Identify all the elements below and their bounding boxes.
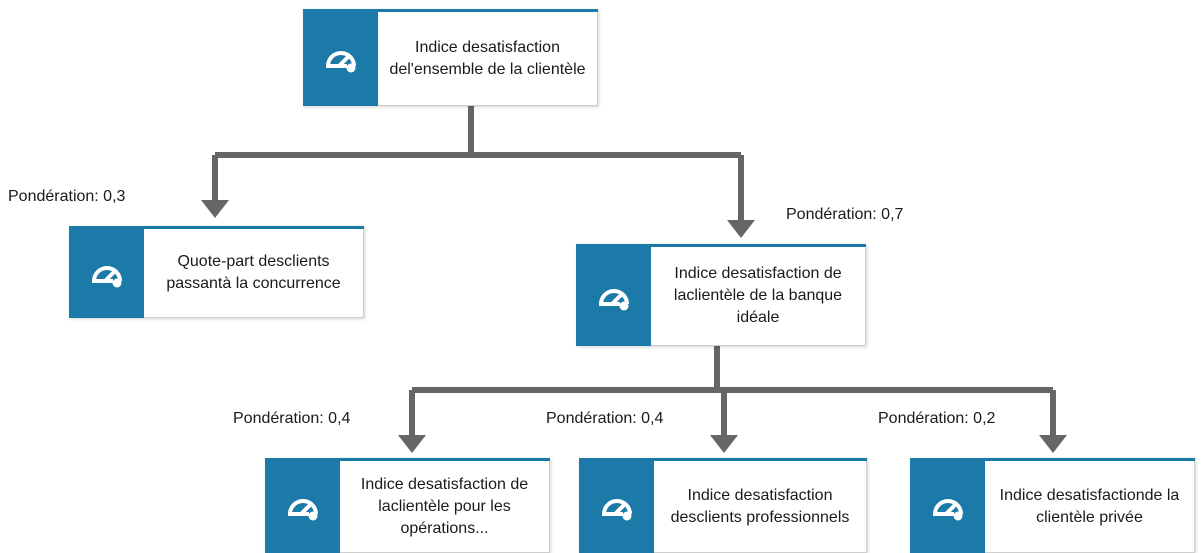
gauge-icon: [598, 288, 629, 310]
node-competition[interactable]: Quote-part desclients passantà la concur…: [69, 226, 364, 318]
node-professional-icon-box: [579, 461, 654, 553]
node-operations-icon-box: [265, 461, 340, 553]
node-ideal-bank-label: Indice desatisfaction de laclientèle de …: [651, 247, 866, 346]
arrowhead-professional: [710, 435, 738, 453]
weight-private: Pondération: 0,2: [878, 410, 996, 427]
weight-competition: Pondération: 0,3: [8, 188, 126, 205]
node-operations-label: Indice desatisfaction de laclientèle pou…: [340, 461, 550, 553]
node-private-label: Indice desatisfactionde la clientèle pri…: [985, 461, 1195, 553]
node-private-icon-box: [910, 461, 985, 553]
gauge-icon: [91, 265, 122, 287]
gauge-icon: [325, 51, 356, 73]
node-professional-label: Indice desatisfaction desclients profess…: [654, 461, 867, 553]
node-competition-icon-box: [69, 229, 144, 318]
node-operations[interactable]: Indice desatisfaction de laclientèle pou…: [265, 458, 550, 553]
node-professional[interactable]: Indice desatisfaction desclients profess…: [579, 458, 867, 553]
node-root-label: Indice desatisfaction del'ensemble de la…: [378, 12, 598, 106]
arrowhead-operations: [398, 435, 426, 453]
node-private[interactable]: Indice desatisfactionde la clientèle pri…: [910, 458, 1195, 553]
node-root-icon-box: [303, 12, 378, 106]
arrowhead-private: [1039, 435, 1067, 453]
node-root[interactable]: Indice desatisfaction del'ensemble de la…: [303, 9, 598, 106]
arrowhead-ideal-bank: [727, 220, 755, 238]
node-ideal-bank-icon-box: [576, 247, 651, 346]
node-competition-label: Quote-part desclients passantà la concur…: [144, 229, 364, 318]
node-ideal-bank[interactable]: Indice desatisfaction de laclientèle de …: [576, 244, 866, 346]
gauge-icon: [287, 499, 318, 521]
gauge-icon: [932, 499, 963, 521]
arrowhead-competition: [201, 200, 229, 218]
weight-professional: Pondération: 0,4: [546, 410, 664, 427]
weight-ideal-bank: Pondération: 0,7: [786, 206, 904, 223]
weight-operations: Pondération: 0,4: [233, 410, 351, 427]
gauge-icon: [601, 499, 632, 521]
